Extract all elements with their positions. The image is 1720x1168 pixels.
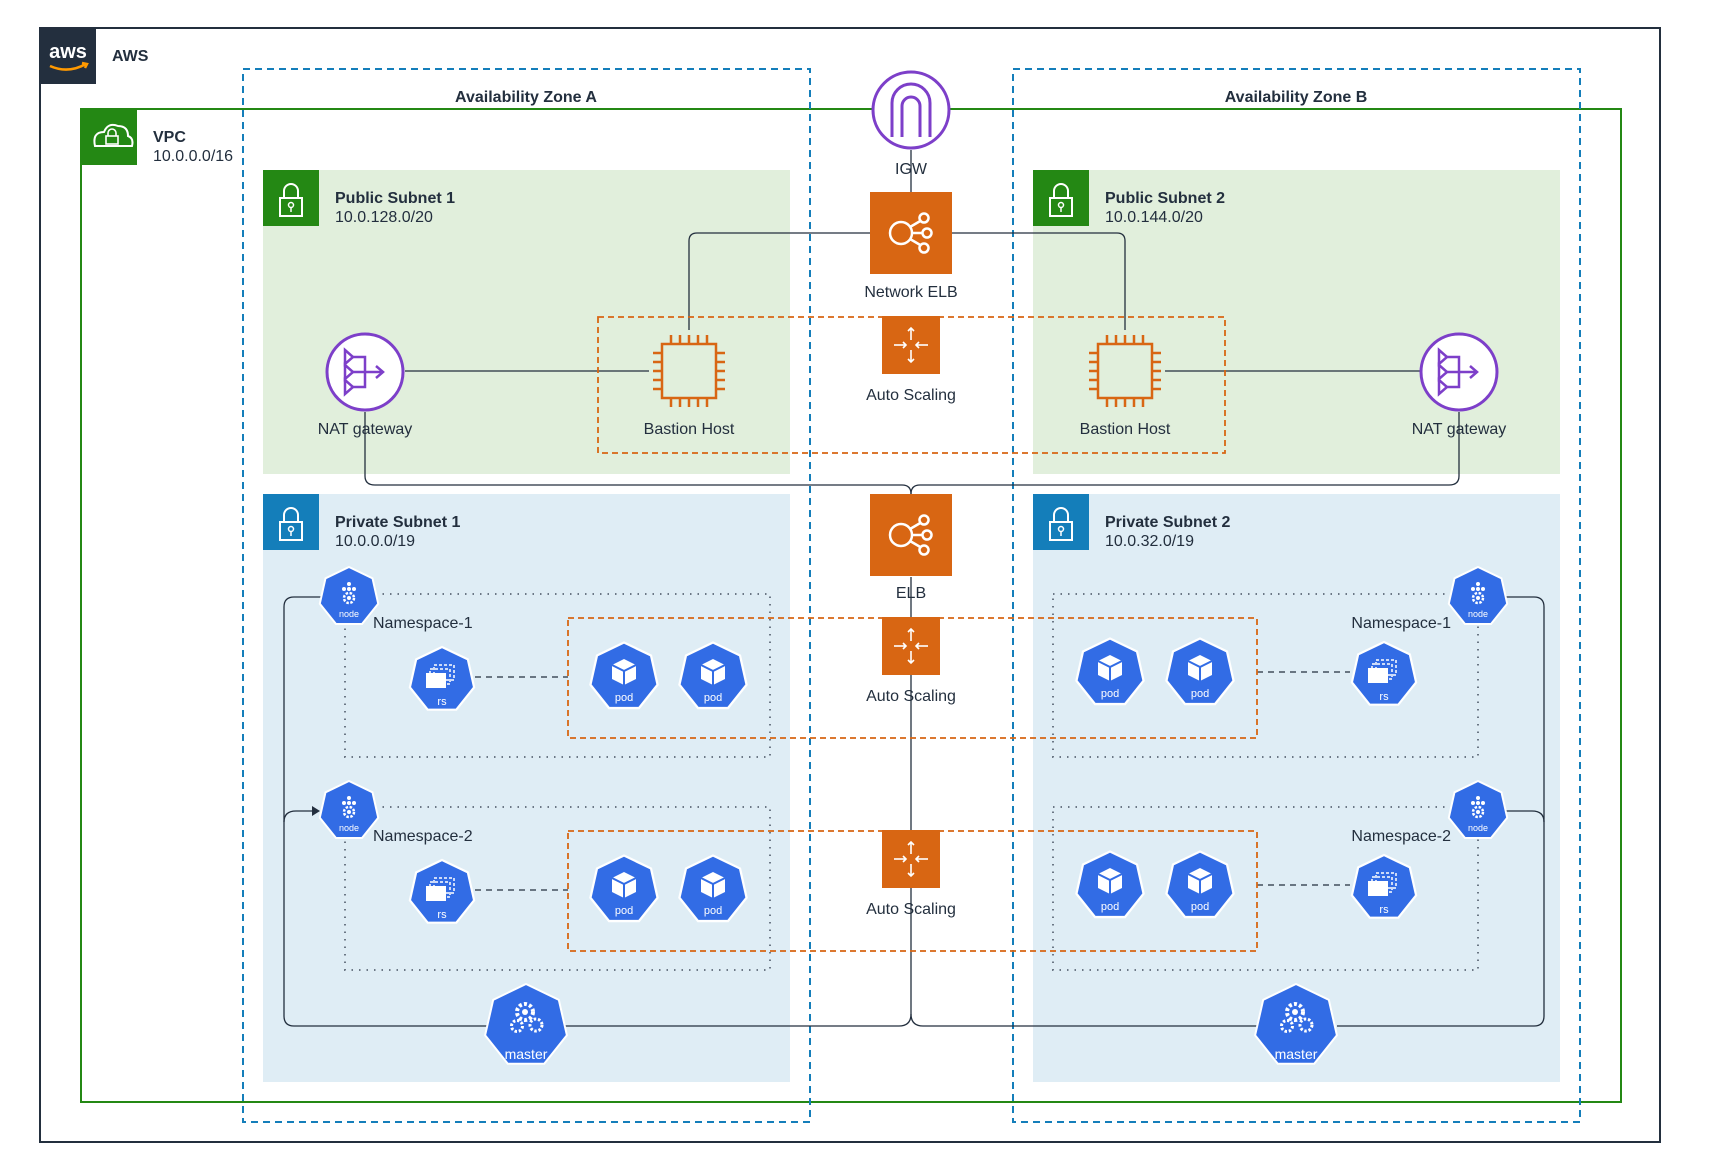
- k8s-master-icon: master: [1254, 983, 1338, 1065]
- public-subnet-2-name: Public Subnet 2: [1105, 190, 1225, 207]
- auto-scaling-label-3: Auto Scaling: [866, 901, 956, 918]
- pod-label: pod: [615, 692, 633, 704]
- availability-zone-a: [242, 68, 811, 1123]
- rs-label: rs: [1379, 691, 1389, 703]
- igw-label: IGW: [895, 161, 928, 178]
- pod-label: pod: [704, 905, 722, 917]
- bastion-host-label-b: Bastion Host: [1080, 421, 1171, 438]
- network-elb-label: Network ELB: [864, 284, 957, 301]
- aws-logo-icon: aws: [40, 28, 96, 84]
- pod-label: pod: [1101, 901, 1119, 913]
- aws-label: AWS: [112, 48, 149, 65]
- public-subnet-1-cidr: 10.0.128.0/20: [335, 209, 433, 226]
- k8s-replicaset-icon: rs: [408, 645, 476, 711]
- k8s-node-icon: node: [318, 780, 380, 839]
- k8s-pod-icon: pod: [678, 854, 748, 923]
- namespace-1-label-b: Namespace-1: [1351, 615, 1451, 632]
- aws-cloud-frame: [39, 27, 1661, 1143]
- public-subnet-2-cidr: 10.0.144.0/20: [1105, 209, 1203, 226]
- namespace-2-label-b: Namespace-2: [1351, 828, 1451, 845]
- node-label: node: [1468, 823, 1488, 833]
- k8s-pod-icon: pod: [1165, 637, 1235, 706]
- rs-label: rs: [1379, 904, 1389, 916]
- auto-scaling-label-1: Auto Scaling: [866, 387, 956, 404]
- auto-scaling-icon: [882, 316, 940, 374]
- k8s-replicaset-icon: rs: [1350, 853, 1418, 919]
- private-subnet-1-name: Private Subnet 1: [335, 514, 460, 531]
- k8s-replicaset-icon: rs: [1350, 640, 1418, 706]
- arrowhead: [312, 806, 320, 816]
- namespace-2-label-a: Namespace-2: [373, 828, 473, 845]
- private-subnet-1-cidr: 10.0.0.0/19: [335, 533, 415, 550]
- rs-pod-lines: [475, 671, 1350, 891]
- pod-label: pod: [1101, 688, 1119, 700]
- private-subnet-2-name: Private Subnet 2: [1105, 514, 1230, 531]
- public-subnet-1-name: Public Subnet 1: [335, 190, 455, 207]
- availability-zone-b: [1012, 68, 1581, 1123]
- k8s-pod-icon: pod: [589, 854, 659, 923]
- connection-lines: [283, 150, 1545, 1027]
- k8s-pod-icon: pod: [1165, 850, 1235, 919]
- node-label: node: [1468, 609, 1488, 619]
- nat-gateway-label-b: NAT gateway: [1412, 421, 1507, 438]
- node-label: node: [339, 823, 359, 833]
- availability-zone-a-label: Availability Zone A: [455, 89, 597, 106]
- k8s-pod-icon: pod: [1075, 637, 1145, 706]
- rs-label: rs: [437, 909, 447, 921]
- auto-scaling-icon: [882, 617, 940, 675]
- k8s-pod-icon: pod: [678, 641, 748, 710]
- pod-label: pod: [704, 692, 722, 704]
- vpc-cidr: 10.0.0.0/16: [153, 148, 233, 165]
- k8s-pod-icon: pod: [589, 641, 659, 710]
- pod-label: pod: [1191, 901, 1209, 913]
- k8s-replicaset-icon: rs: [408, 858, 476, 924]
- k8s-node-icon: node: [318, 566, 380, 625]
- nat-gateway-icon: [1419, 332, 1499, 412]
- bastion-host-label-a: Bastion Host: [644, 421, 735, 438]
- master-label: master: [1275, 1046, 1318, 1062]
- k8s-node-icon: node: [1447, 566, 1509, 625]
- internet-gateway-icon: [871, 70, 951, 150]
- rs-label: rs: [437, 696, 447, 708]
- vpc-label: VPC: [153, 129, 186, 146]
- public-subnet-1: Public Subnet 1 10.0.128.0/20: [263, 170, 790, 474]
- nat-gateway-label-a: NAT gateway: [318, 421, 413, 438]
- namespace-1-label-a: Namespace-1: [373, 615, 473, 632]
- aws-logo-text: aws: [49, 41, 87, 63]
- elb-label: ELB: [896, 585, 926, 602]
- k8s-master-icon: master: [484, 983, 568, 1065]
- master-label: master: [505, 1046, 548, 1062]
- nat-gateway-icon: [325, 332, 405, 412]
- vpc-cloud-icon: [81, 109, 137, 165]
- k8s-node-icon: node: [1447, 780, 1509, 839]
- pod-label: pod: [615, 905, 633, 917]
- availability-zone-b-label: Availability Zone B: [1225, 89, 1368, 106]
- private-subnet-2-cidr: 10.0.32.0/19: [1105, 533, 1194, 550]
- public-subnet-2: Public Subnet 2 10.0.144.0/20: [1033, 170, 1560, 474]
- node-label: node: [339, 609, 359, 619]
- ec2-instance-icon: [651, 333, 727, 409]
- pod-label: pod: [1191, 688, 1209, 700]
- k8s-pod-icon: pod: [1075, 850, 1145, 919]
- auto-scaling-icon: [882, 830, 940, 888]
- vpc-frame: [80, 108, 1622, 1103]
- auto-scaling-label-2: Auto Scaling: [866, 688, 956, 705]
